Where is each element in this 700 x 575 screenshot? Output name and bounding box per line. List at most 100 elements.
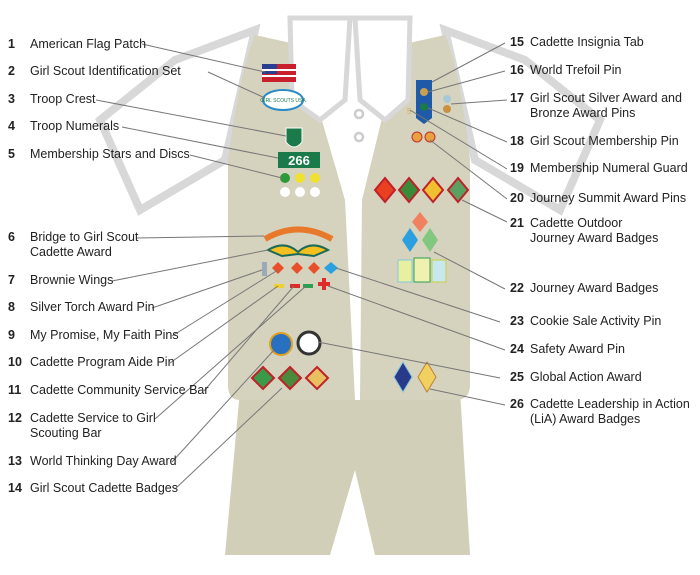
label-25: 25 Global Action Award bbox=[510, 370, 642, 385]
leader-line-23 bbox=[335, 267, 501, 323]
label-number: 17 bbox=[510, 91, 524, 105]
label-text: American Flag Patch bbox=[30, 37, 147, 51]
insignia-tab-icon bbox=[416, 80, 432, 124]
label-text: Troop Numerals bbox=[30, 119, 120, 133]
cadette-badges-icon bbox=[250, 365, 330, 391]
label-number: 14 bbox=[8, 481, 22, 495]
leader-line-11 bbox=[203, 285, 295, 392]
troop-numerals-icon: 266 bbox=[278, 152, 320, 168]
american-flag-patch-icon bbox=[262, 64, 296, 82]
leader-line-14 bbox=[174, 387, 283, 490]
journey-summit-pins-icon bbox=[411, 131, 436, 143]
leader-line-21 bbox=[461, 199, 508, 223]
journey-award-badges-icon bbox=[397, 212, 447, 283]
world-thinking-day-icon bbox=[269, 332, 293, 356]
bronze-award-pin-icon bbox=[443, 105, 451, 113]
label-9: 9 My Promise, My Faith Pins bbox=[8, 328, 179, 343]
label-text: Cadette Community Service Bar bbox=[30, 383, 209, 397]
leader-line-25 bbox=[317, 341, 501, 379]
silver-award-pin-icon bbox=[443, 95, 451, 103]
leader-line-6 bbox=[136, 235, 265, 239]
troop-crest-icon bbox=[285, 127, 303, 148]
shirt-button bbox=[353, 108, 365, 120]
label-11: 11 Cadette Community Service Bar bbox=[8, 383, 209, 398]
label-number: 9 bbox=[8, 328, 15, 342]
leader-line-2 bbox=[207, 71, 266, 99]
outdoor-journey-badges-icon bbox=[373, 176, 470, 204]
label-text-line2: Cadette Award bbox=[30, 245, 112, 259]
leader-line-26 bbox=[429, 388, 506, 406]
label-text-line2: (LiA) Award Badges bbox=[530, 412, 641, 426]
label-text: World Thinking Day Award bbox=[30, 454, 177, 468]
label-text: Girl Scout Cadette Badges bbox=[30, 481, 178, 495]
label-text: Membership Stars and Discs bbox=[30, 147, 190, 161]
label-text: Cadette Outdoor bbox=[530, 216, 623, 230]
id-set-icon: GIRL SCOUTS USA bbox=[260, 89, 306, 111]
label-number: 20 bbox=[510, 191, 524, 205]
label-number: 7 bbox=[8, 273, 15, 287]
world-trefoil-pin-icon bbox=[420, 88, 428, 96]
collar-left bbox=[287, 15, 353, 124]
label-text: Cadette Leadership in Action bbox=[530, 397, 690, 411]
leader-line-18 bbox=[427, 107, 508, 143]
label-number: 6 bbox=[8, 230, 15, 244]
label-number: 12 bbox=[8, 411, 22, 425]
label-7: 7 Brownie Wings bbox=[8, 273, 114, 288]
leader-line-5 bbox=[189, 154, 283, 179]
vest-left bbox=[228, 35, 355, 400]
label-text: Cadette Program Aide Pin bbox=[30, 355, 175, 369]
leader-line-24 bbox=[327, 285, 506, 351]
global-action-icon bbox=[296, 330, 322, 356]
label-text-line2: Bronze Award Pins bbox=[530, 106, 636, 120]
bridge-award-icon bbox=[263, 226, 334, 242]
label-8: 8 Silver Torch Award Pin bbox=[8, 300, 155, 315]
vest-right bbox=[360, 35, 470, 400]
label-number: 25 bbox=[510, 370, 524, 384]
label-text: Global Action Award bbox=[530, 370, 642, 384]
label-text: Troop Crest bbox=[30, 92, 96, 106]
shorts bbox=[225, 390, 470, 555]
label-text: Girl Scout Membership Pin bbox=[530, 134, 679, 148]
label-number: 24 bbox=[510, 342, 524, 356]
leader-line-4 bbox=[121, 126, 279, 159]
label-text: Cadette Service to Girl bbox=[30, 411, 156, 425]
leader-line-15 bbox=[431, 42, 506, 83]
label-10: 10 Cadette Program Aide Pin bbox=[8, 355, 175, 370]
membership-pin-icon bbox=[420, 103, 428, 111]
leader-line-10 bbox=[169, 285, 279, 364]
membership-stars-icon bbox=[280, 173, 320, 197]
collar-right bbox=[352, 15, 413, 124]
troop-number-text: 266 bbox=[288, 153, 310, 168]
numeral-guard-icon: 5 bbox=[407, 107, 412, 116]
label-number: 8 bbox=[8, 300, 15, 314]
label-24: 24 Safety Award Pin bbox=[510, 342, 625, 357]
label-text: Silver Torch Award Pin bbox=[30, 300, 155, 314]
service-bar-icon bbox=[303, 284, 313, 288]
label-number: 5 bbox=[8, 147, 15, 161]
label-number: 26 bbox=[510, 397, 524, 411]
label-text: Brownie Wings bbox=[30, 273, 114, 287]
safety-pin-icon bbox=[318, 278, 330, 290]
leader-line-16 bbox=[427, 70, 506, 93]
label-text: My Promise, My Faith Pins bbox=[30, 328, 179, 342]
label-number: 10 bbox=[8, 355, 22, 369]
label-number: 11 bbox=[8, 383, 22, 397]
label-number: 22 bbox=[510, 281, 524, 295]
label-text: Safety Award Pin bbox=[530, 342, 625, 356]
label-number: 2 bbox=[8, 64, 15, 78]
label-text-line2: Journey Award Badges bbox=[530, 231, 659, 245]
